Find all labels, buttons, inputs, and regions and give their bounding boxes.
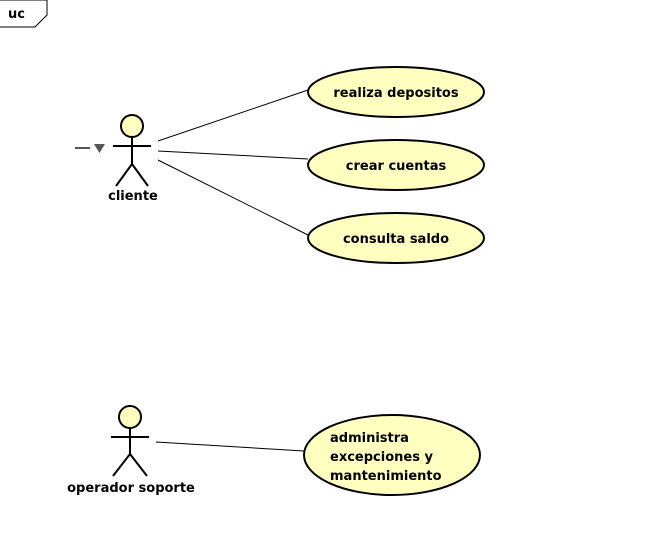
use-case-shape	[307, 212, 485, 264]
actor-operador-soporte[interactable]: operador soporte	[67, 405, 195, 496]
actor-operador-head	[118, 405, 142, 429]
stereotype-marker-icon[interactable]	[75, 144, 105, 153]
use-case-label-line-3: mantenimiento	[330, 469, 442, 484]
frame-label: uc	[8, 7, 25, 22]
use-case-shape	[307, 139, 485, 191]
association-cliente-cuentas[interactable]	[157, 150, 309, 160]
actor-operador-leg-left	[112, 453, 131, 477]
use-case-consulta-saldo[interactable]: consulta saldo	[307, 212, 485, 264]
use-case-shape	[303, 414, 481, 496]
diagram-frame-tab[interactable]: uc	[0, 0, 48, 28]
association-cliente-saldo[interactable]	[157, 159, 309, 236]
use-case-label: consulta saldo	[343, 232, 449, 247]
use-case-label-line-1: administra	[330, 431, 409, 446]
use-case-shape	[307, 66, 485, 118]
actor-cliente-leg-right	[131, 163, 149, 187]
use-case-label: realiza depositos	[333, 86, 458, 101]
use-case-label: crear cuentas	[346, 159, 447, 174]
actor-cliente[interactable]: cliente	[108, 114, 158, 204]
actor-operador-label: operador soporte	[67, 481, 195, 496]
use-case-crear-cuentas[interactable]: crear cuentas	[307, 139, 485, 191]
associations	[155, 89, 309, 452]
actor-cliente-leg-left	[115, 163, 133, 187]
use-case-realiza-depositos[interactable]: realiza depositos	[307, 66, 485, 118]
association-cliente-depositos[interactable]	[157, 89, 309, 142]
use-case-administra-excepciones[interactable]: administra excepciones y mantenimiento	[303, 414, 481, 496]
actor-operador-leg-right	[129, 453, 148, 477]
association-operador-excepciones[interactable]	[155, 441, 305, 452]
use-case-label-line-2: excepciones y	[330, 450, 433, 465]
actor-cliente-head	[120, 114, 144, 138]
actor-cliente-label: cliente	[108, 189, 158, 204]
